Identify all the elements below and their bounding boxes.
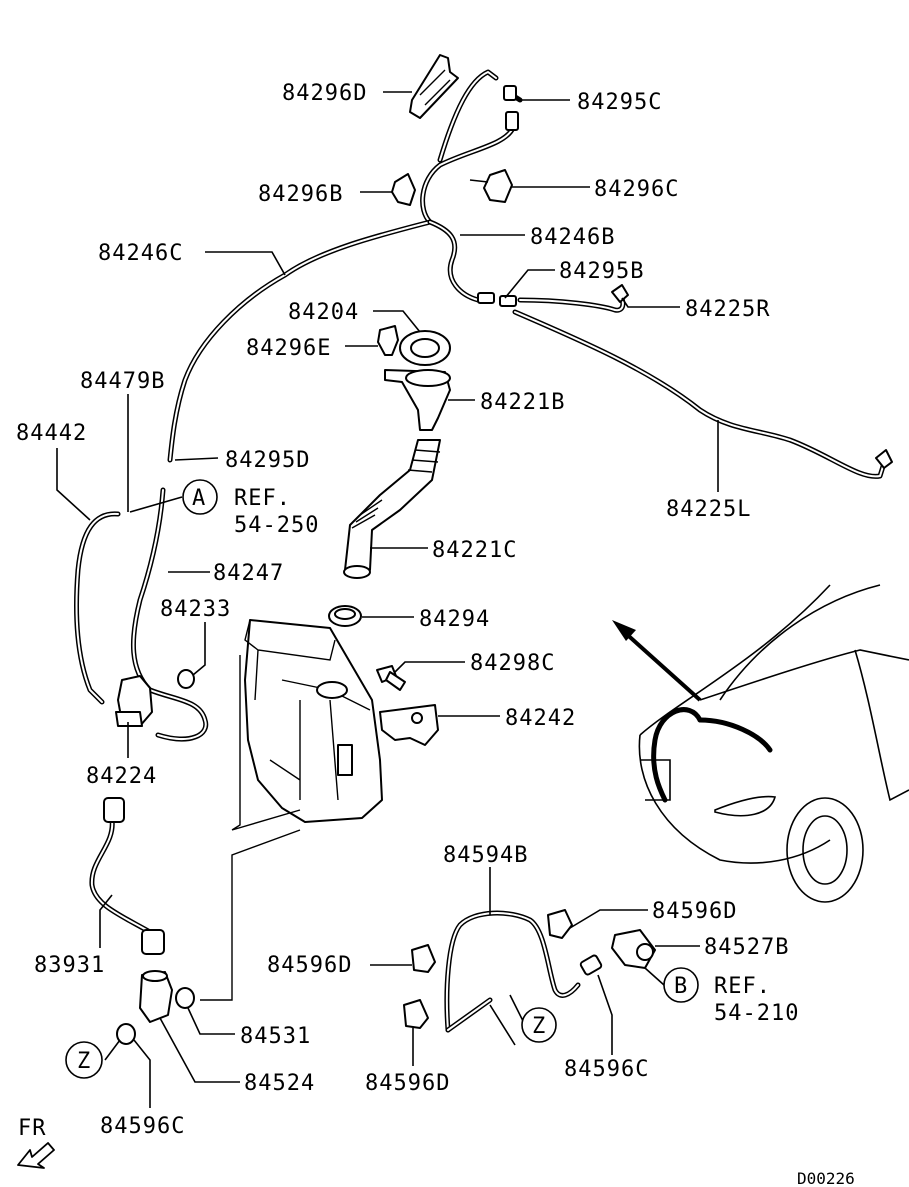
callout-Z-right: Z	[521, 1007, 557, 1043]
part-number-labels: 84296D 84295C 84296B 84296C 84246C 84246…	[16, 81, 789, 1139]
label-84225R: 84225R	[685, 297, 770, 322]
label-84233: 84233	[160, 597, 231, 622]
callout-Z-left: Z	[65, 1041, 103, 1079]
label-84242: 84242	[505, 706, 576, 731]
callout-B: B REF. 54-210	[663, 967, 799, 1026]
vehicle-location-inset	[612, 584, 909, 903]
callout-Z-right-letter: Z	[532, 1014, 546, 1039]
label-84596D-top: 84596D	[652, 899, 737, 924]
callout-A-ref-label: REF.	[234, 486, 291, 511]
label-84247: 84247	[213, 561, 284, 586]
label-84596C-left: 84596C	[100, 1114, 185, 1139]
callout-B-ref-page: 54-210	[714, 1001, 799, 1026]
label-84296E: 84296E	[246, 336, 331, 361]
callout-A: A REF. 54-250	[182, 479, 319, 538]
callout-B-letter: B	[674, 974, 688, 999]
label-84296B: 84296B	[258, 182, 343, 207]
label-84295C: 84295C	[577, 90, 662, 115]
label-84246C: 84246C	[98, 241, 183, 266]
label-84296C: 84296C	[594, 177, 679, 202]
label-84596D-bottom: 84596D	[365, 1071, 450, 1096]
label-84204: 84204	[288, 300, 359, 325]
callout-B-ref-label: REF.	[714, 974, 771, 999]
label-84596D-left: 84596D	[267, 953, 352, 978]
leader-lines	[56, 91, 719, 1108]
label-84296D: 84296D	[282, 81, 367, 106]
callout-A-letter: A	[192, 486, 206, 511]
label-84225L: 84225L	[666, 497, 751, 522]
label-84298C: 84298C	[470, 651, 555, 676]
label-84527B: 84527B	[704, 935, 789, 960]
label-84594B: 84594B	[443, 843, 528, 868]
parts-artwork	[103, 54, 893, 1045]
label-84295B: 84295B	[559, 259, 644, 284]
label-84524: 84524	[244, 1071, 315, 1096]
label-84295D: 84295D	[225, 448, 310, 473]
label-84479B: 84479B	[80, 369, 165, 394]
callout-Z-left-letter: Z	[77, 1049, 91, 1074]
label-84246B: 84246B	[530, 225, 615, 250]
front-direction-indicator: FR	[17, 1116, 55, 1169]
callout-A-ref-page: 54-250	[234, 513, 319, 538]
label-83931: 83931	[34, 953, 105, 978]
diagram-code: D00226	[797, 1169, 855, 1187]
label-84531: 84531	[240, 1024, 311, 1049]
front-label: FR	[18, 1116, 47, 1141]
label-84596C-right: 84596C	[564, 1057, 649, 1082]
label-84224: 84224	[86, 764, 157, 789]
label-84442: 84442	[16, 421, 87, 446]
label-84221B: 84221B	[480, 390, 565, 415]
label-84221C: 84221C	[432, 538, 517, 563]
front-arrow-icon	[17, 1142, 55, 1169]
label-84294: 84294	[419, 607, 490, 632]
